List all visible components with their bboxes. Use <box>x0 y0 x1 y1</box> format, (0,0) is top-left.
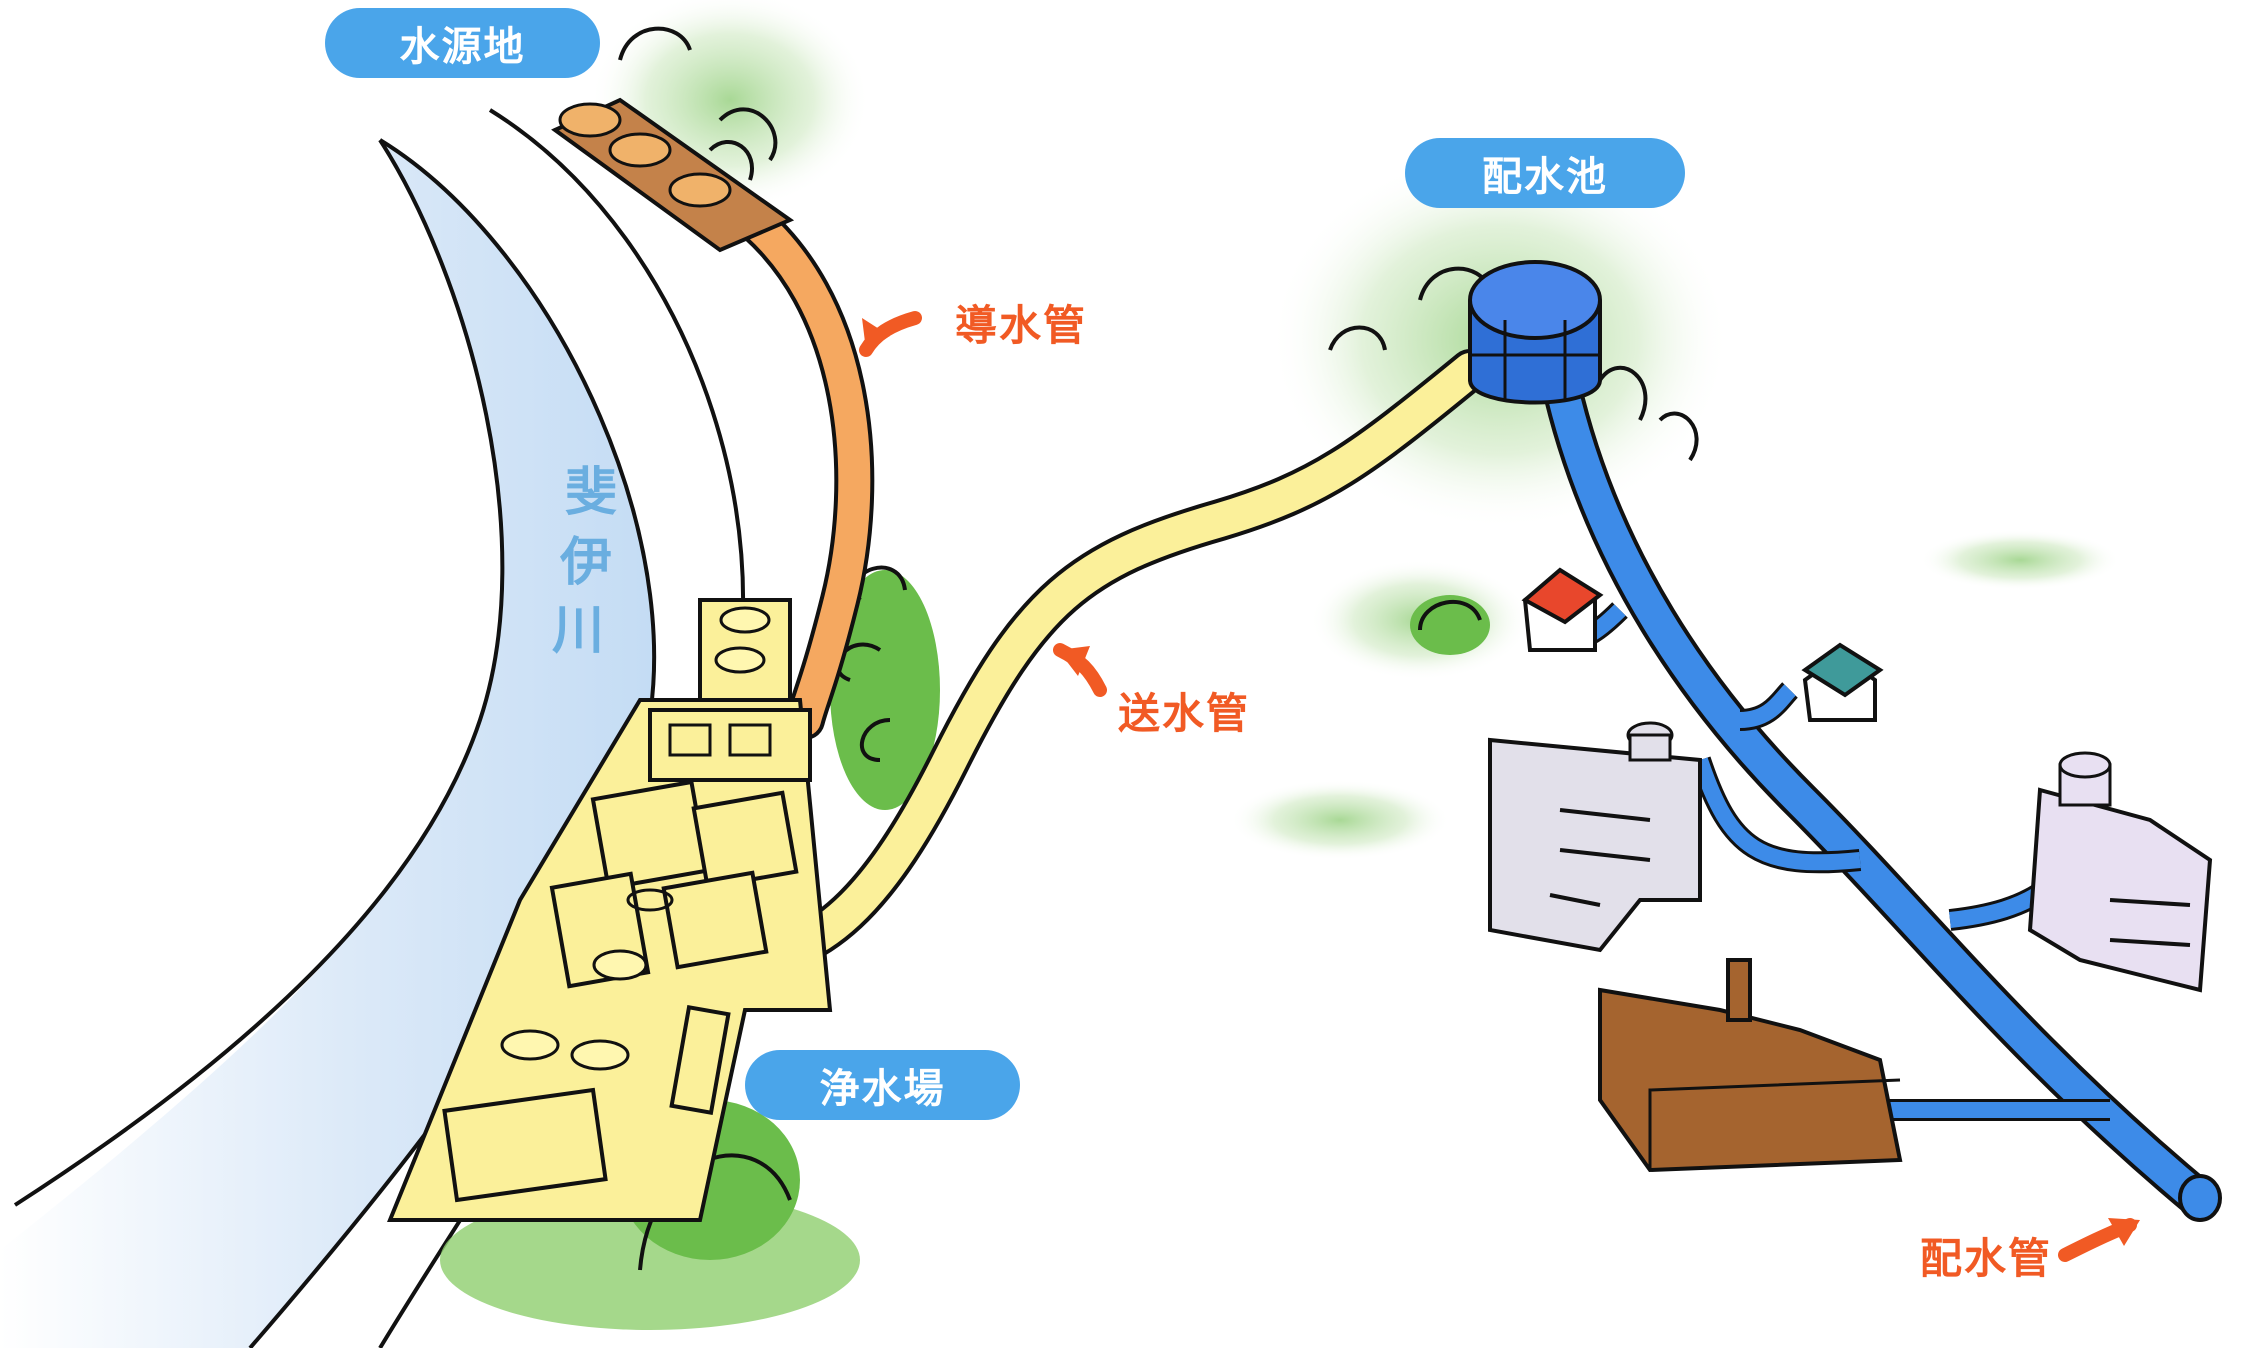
river-label-2: 伊 <box>560 533 613 593</box>
house-icon <box>1521 567 1604 652</box>
intake-tanks-icon <box>551 97 795 253</box>
tree-icon <box>1410 595 1490 655</box>
conduit-pipe-label: 導水管 <box>955 301 1088 350</box>
tree-icon <box>1328 266 1699 462</box>
tree-icon <box>618 26 778 181</box>
purification-plant-label: 浄水場 <box>745 1050 1020 1120</box>
arrow-icon <box>2058 1218 2140 1262</box>
river-label-3: 川 <box>552 601 605 661</box>
reservoir-tank-icon <box>1468 260 1602 405</box>
arrow-icon <box>1053 643 1107 697</box>
river-label-1: 斐 <box>565 463 618 523</box>
source-label: 水源地 <box>325 8 600 78</box>
building-icon <box>2027 751 2213 993</box>
distribution-pipe-label: 配水管 <box>1920 1234 2053 1283</box>
transmission-pipe-label: 送水管 <box>1118 689 1251 738</box>
purification-plant <box>387 598 833 1222</box>
arrow-icon <box>859 311 922 357</box>
building-icon <box>1488 721 1702 953</box>
house-icon <box>1801 642 1884 722</box>
distribution-reservoir-label: 配水池 <box>1405 138 1685 208</box>
factory-icon <box>1598 958 1903 1173</box>
tree-icon <box>830 565 940 810</box>
